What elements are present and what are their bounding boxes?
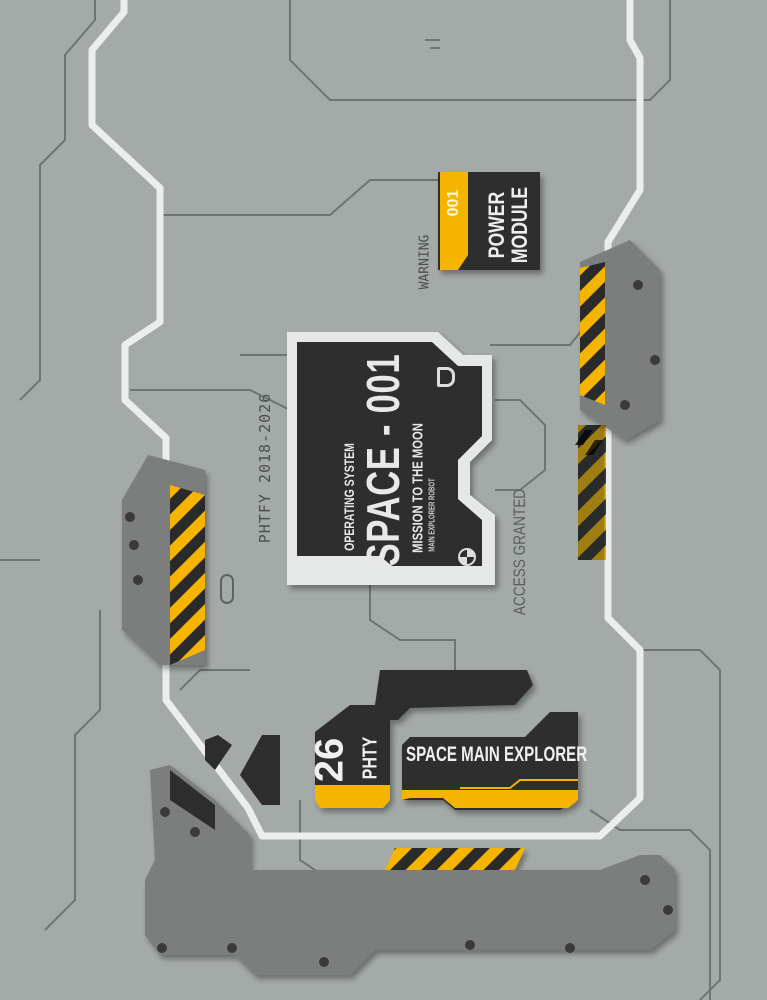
- robot-caption: MAIN EXPLORER ROBOT: [427, 478, 437, 552]
- bottom-panel: [315, 670, 578, 810]
- cutout: [240, 735, 280, 805]
- bottom-label: SPACE MAIN EXPLORER: [406, 743, 588, 766]
- bottom-number: 26: [307, 737, 352, 783]
- bottom-brand: PHTY: [359, 736, 382, 780]
- power-module: [438, 172, 540, 270]
- slot: [220, 574, 234, 604]
- screws: [125, 280, 673, 967]
- bottom-plate: [145, 765, 675, 975]
- warning-text: WARNING: [417, 234, 433, 290]
- main-panel: [287, 332, 495, 585]
- checker-circle-icon: [458, 548, 476, 566]
- power-module-line2: MODULE: [507, 186, 532, 264]
- right-plate: [580, 240, 660, 440]
- left-plate: [122, 455, 205, 665]
- power-module-number: 001: [445, 189, 462, 217]
- circuit-lines: [0, 0, 721, 1000]
- access-granted-text: ACCESS GRANTED: [510, 488, 529, 616]
- operating-system-label: OPERATING SYSTEM: [341, 443, 357, 551]
- diagonal-stripes: [575, 425, 606, 560]
- mission-label: MISSION TO THE MOON: [409, 423, 427, 553]
- frame-outline: [88, 0, 644, 840]
- cutout: [205, 735, 232, 770]
- copyright-text: PHTFY 2018-2026: [256, 392, 274, 544]
- main-title: SPACE - 001: [357, 353, 409, 567]
- p-logo-icon: [437, 367, 455, 387]
